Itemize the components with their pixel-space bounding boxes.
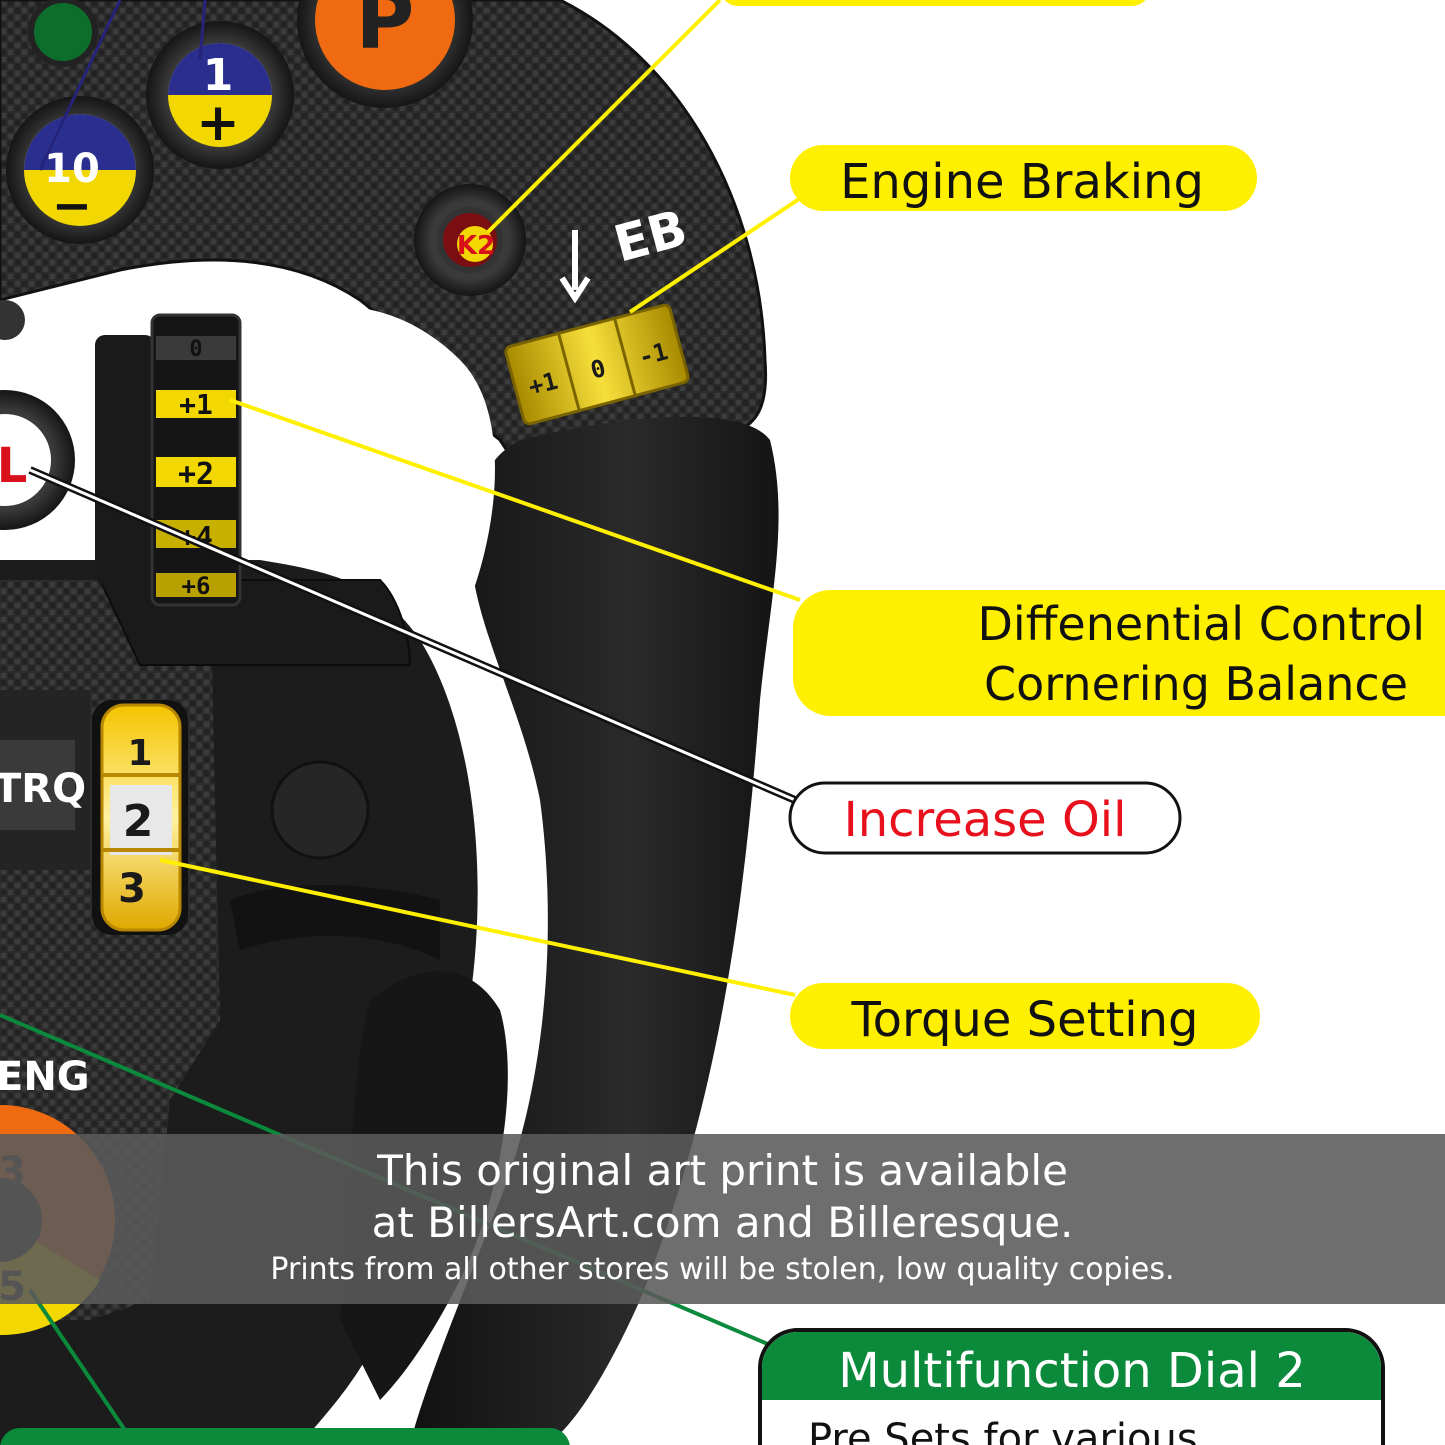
engine-braking-switch[interactable]: EB +1 0 -1 <box>504 199 693 426</box>
leader-ten-minus <box>38 0 122 171</box>
torque-wheel-window <box>110 785 172 855</box>
watermark-line-3: Prints from all other stores will be sto… <box>270 1252 1175 1287</box>
diff-tick-0 <box>156 336 236 360</box>
callout-torque-setting-text: Torque Setting <box>851 992 1199 1048</box>
torque-section: TRQ <box>0 690 90 870</box>
leader-oil-inner <box>29 468 796 802</box>
shift-paddle <box>98 579 412 666</box>
watermark-line-2: at BillersArt.com and Billeresque. <box>371 1198 1074 1247</box>
callout-increase-oil-text: Increase Oil <box>844 792 1127 848</box>
callout-increase-oil <box>788 781 1182 855</box>
watermark-line-1: This original art print is available <box>377 1146 1068 1195</box>
torque-pos-2: 2 <box>123 796 154 847</box>
oil-letter: L <box>0 438 27 494</box>
callout-dial2-header <box>762 1332 1381 1400</box>
one-plus-sign: + <box>196 93 240 153</box>
torque-pos-3: 3 <box>118 866 146 912</box>
callout-engine-braking <box>790 145 1257 211</box>
diff-tick-4 <box>156 573 236 597</box>
diff-tick-2 <box>156 457 236 487</box>
callout-dial2-title: Multifunction Dial 2 <box>838 1343 1306 1399</box>
one-plus-number: 1 <box>203 50 234 101</box>
diff-pos-plus6: +6 <box>182 572 211 600</box>
green-led <box>28 0 98 67</box>
callout-differential-line1: Diffenential Control <box>978 597 1426 651</box>
diff-pos-plus2: +2 <box>178 457 214 492</box>
top-callout-partial <box>724 0 1146 6</box>
diff-pos-plus1: +1 <box>179 388 213 421</box>
top-button-cluster: 10 − 1 + P K2 L <box>0 0 526 530</box>
callout-differential <box>792 590 1445 716</box>
leader-k2 <box>486 0 722 234</box>
diff-wheel-housing <box>95 335 155 585</box>
increase-oil-button[interactable] <box>0 414 51 506</box>
trq-label: TRQ <box>0 766 86 812</box>
callout-dial2-body: Pre Sets for various <box>808 1416 1198 1445</box>
ten-minus-sign: − <box>52 178 92 234</box>
eng-label: ENG <box>0 1054 90 1100</box>
callout-torque-setting <box>790 983 1260 1049</box>
differential-thumbwheel[interactable]: 0 +1 +2 +4 +6 <box>95 313 242 607</box>
pit-letter: P <box>356 0 415 67</box>
center-shoulder <box>230 885 440 960</box>
leader-engine-braking <box>628 193 807 314</box>
ten-minus-button-top <box>24 114 136 170</box>
watermark-banner: This original art print is available at … <box>0 1134 1445 1304</box>
torque-thumbwheel[interactable]: 1 2 3 <box>92 700 188 935</box>
leader-one-plus <box>198 0 207 61</box>
callout-lower-left-partial <box>0 1428 570 1445</box>
diff-tick-1 <box>156 390 236 418</box>
callout-engine-braking-text: Engine Braking <box>840 154 1204 210</box>
callout-differential-line2: Cornering Balance <box>984 657 1408 711</box>
pit-limiter-button[interactable] <box>315 0 455 90</box>
leader-torque <box>159 858 796 997</box>
k2-label: K2 <box>457 231 495 261</box>
center-knob <box>270 760 370 860</box>
eb-pos-zero: 0 <box>588 354 609 385</box>
trq-plate <box>0 740 75 830</box>
leader-dial-lower <box>28 1288 137 1445</box>
k2-button-face <box>457 226 493 262</box>
leader-differential <box>229 398 801 602</box>
eb-arrow-icon <box>559 230 591 304</box>
small-knob <box>0 300 25 340</box>
diff-pos-0: 0 <box>189 337 202 362</box>
ten-minus-number: 10 <box>44 146 100 192</box>
eb-switch-body <box>504 303 690 426</box>
one-plus-button-top <box>168 43 272 95</box>
torque-pos-1: 1 <box>127 733 152 774</box>
